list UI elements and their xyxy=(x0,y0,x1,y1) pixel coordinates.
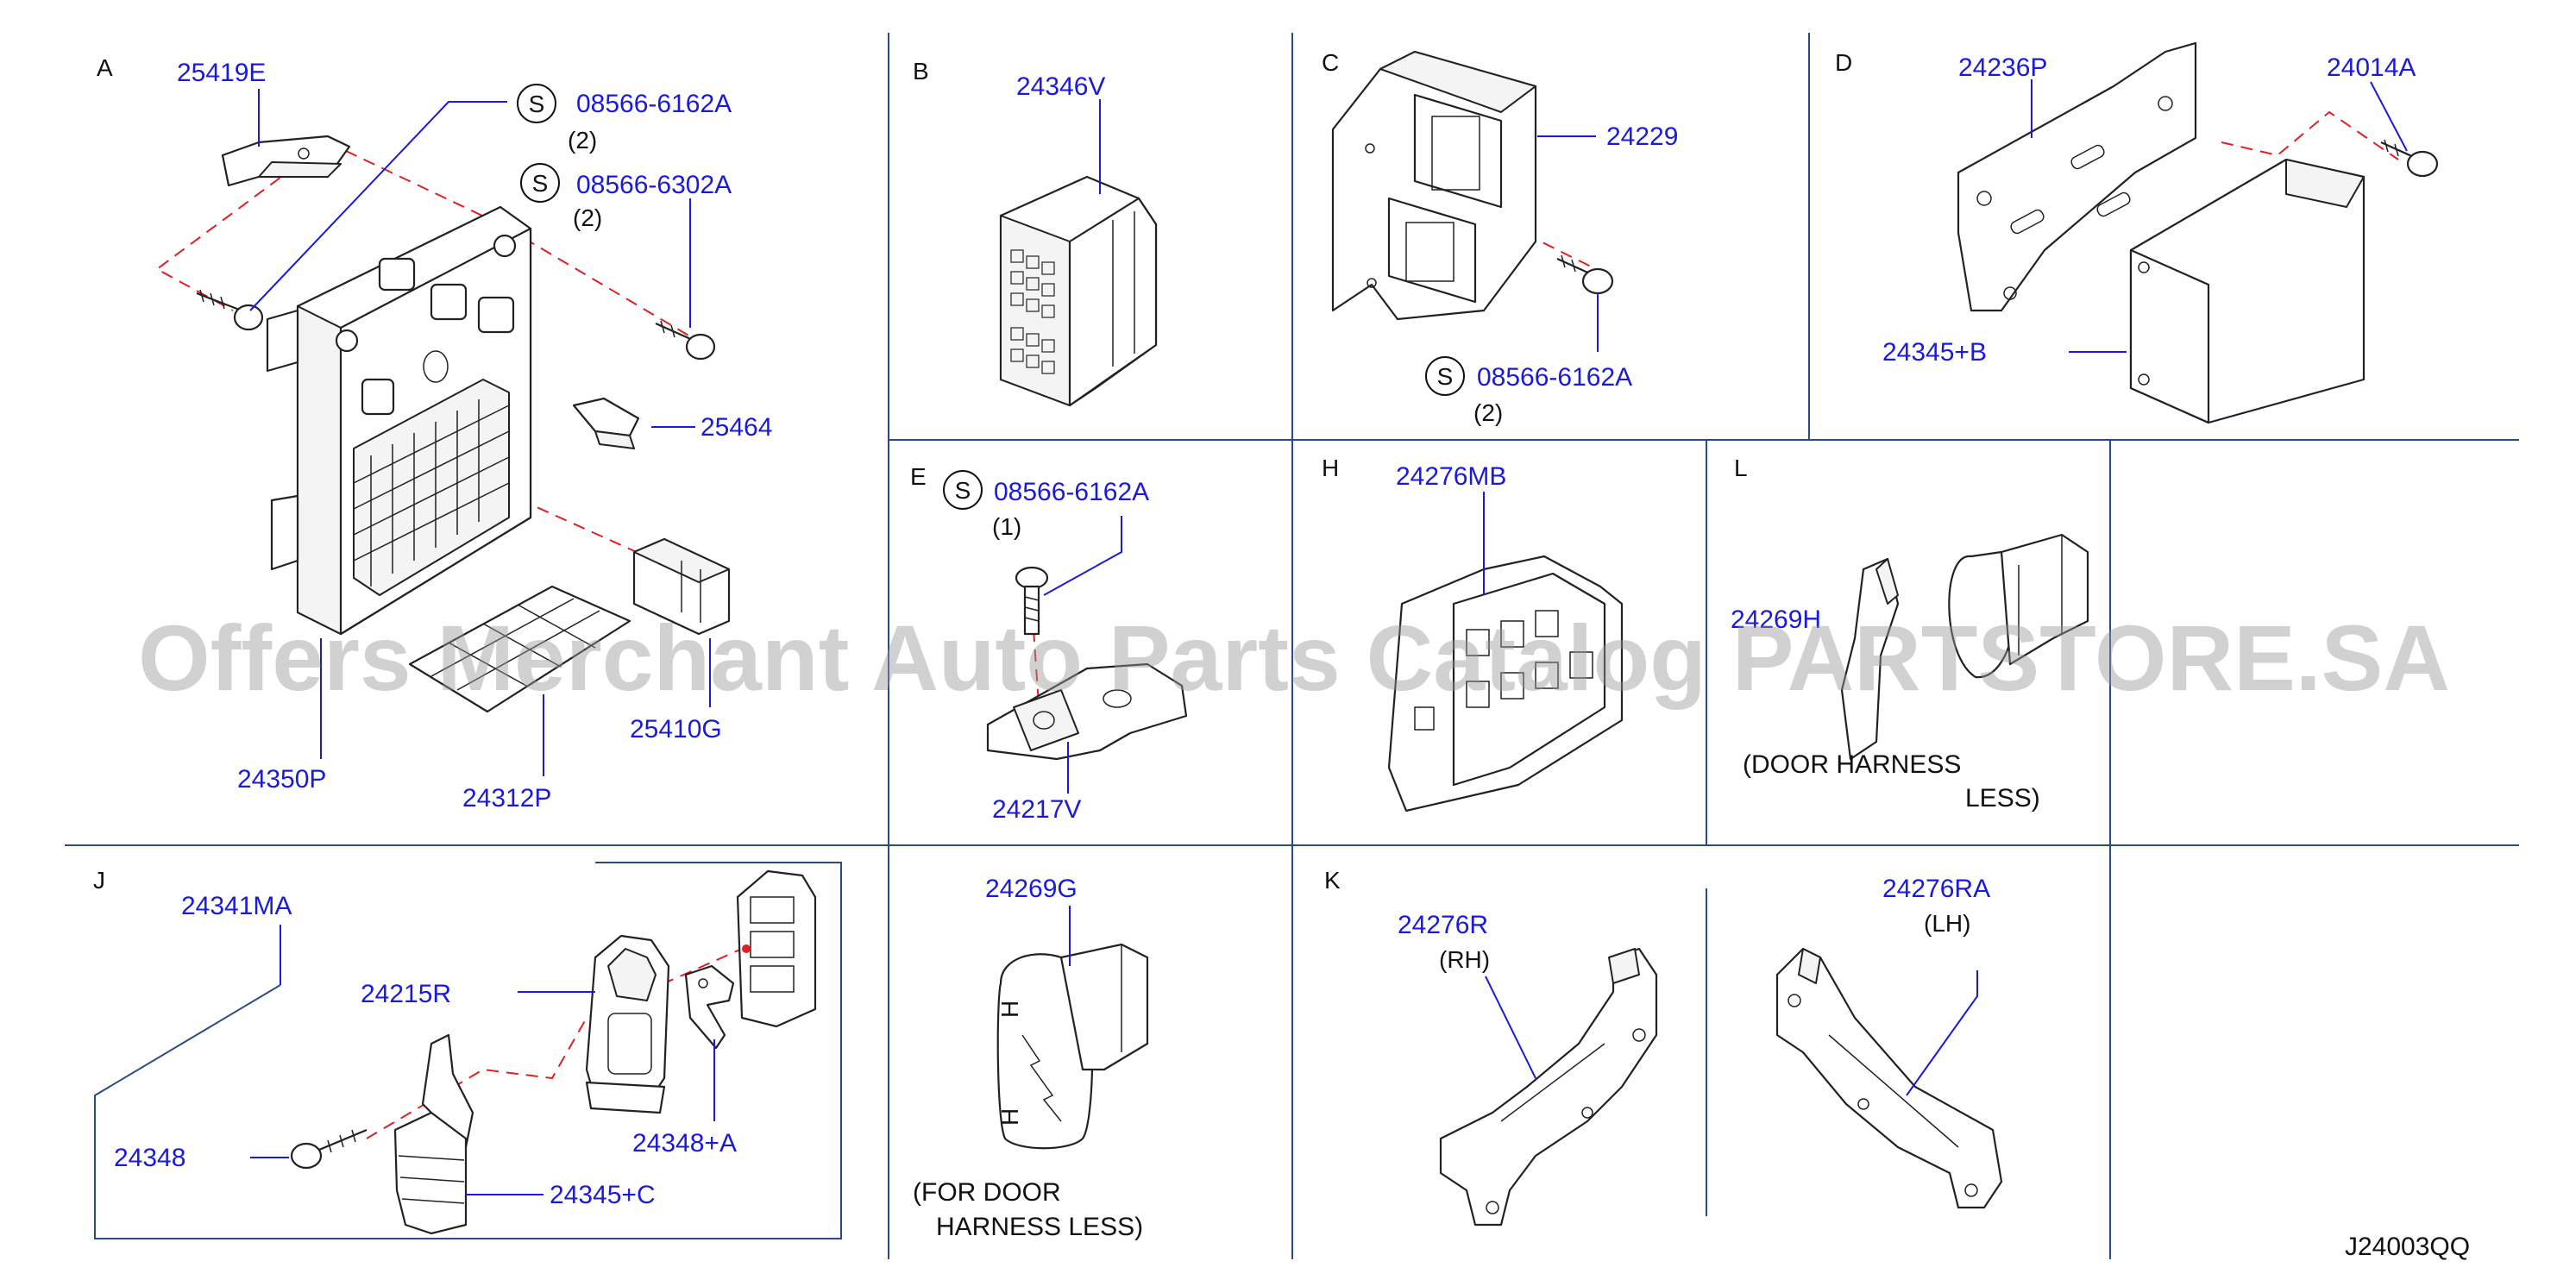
part-label-24276ra[interactable]: 24276RA xyxy=(1882,875,1990,903)
bolt-24348-drawing xyxy=(290,1128,368,1170)
svg-text:S: S xyxy=(955,477,971,504)
connector-24269h-drawing xyxy=(1840,533,2089,761)
part-label-24341ma[interactable]: 24341MA xyxy=(181,892,292,920)
section-letter-l: L xyxy=(1734,455,1748,481)
bracket-24217v-drawing xyxy=(986,662,1188,761)
bolt-e-drawing xyxy=(1015,566,1049,636)
part-label-24345c[interactable]: 24345+C xyxy=(550,1181,656,1209)
qty-a1: (2) xyxy=(568,127,597,154)
relay-25410g-drawing xyxy=(632,537,731,636)
bracket-24215r-drawing xyxy=(585,934,670,1114)
part-label-24346v[interactable]: 24346V xyxy=(1016,72,1105,101)
fuse-block-24350p-drawing xyxy=(266,205,532,636)
section-letter-e: E xyxy=(910,463,927,490)
svg-text:S: S xyxy=(532,170,549,197)
qty-e: (1) xyxy=(992,513,1021,540)
side-rh: (RH) xyxy=(1439,946,1490,973)
side-lh: (LH) xyxy=(1924,910,1970,937)
part-label-24345b[interactable]: 24345+B xyxy=(1882,338,1987,367)
part-label-08566-6162a-e[interactable]: 08566-6162A xyxy=(994,478,1149,506)
section-letter-j: J xyxy=(93,867,105,894)
std-symbol-a2: S xyxy=(520,163,560,203)
std-symbol-c: S xyxy=(1425,356,1465,396)
part-label-24236p[interactable]: 24236P xyxy=(1958,53,2047,82)
note-less: LESS) xyxy=(1965,784,2040,813)
bracket-24345c-drawing xyxy=(393,1033,474,1235)
bracket-25419e-drawing xyxy=(221,135,351,187)
cover-24312p-drawing xyxy=(408,585,631,713)
section-letter-c: C xyxy=(1322,49,1339,76)
svg-text:S: S xyxy=(1437,363,1454,390)
section-letter-d: D xyxy=(1835,49,1852,76)
connector-24269g-drawing: H H xyxy=(996,943,1149,1150)
screw-d-drawing xyxy=(2380,139,2439,178)
section-j: J xyxy=(93,862,842,1239)
section-letter-k: K xyxy=(1324,867,1341,894)
section-e: E S 08566-6162A (1) 24217V xyxy=(910,463,1188,824)
part-label-24276r[interactable]: 24276R xyxy=(1398,911,1488,939)
section-c: C 24229 S 08566-6162A (2) xyxy=(1322,49,1678,426)
section-h: H 24276MB xyxy=(1322,455,1624,813)
section-letter-a: A xyxy=(97,54,113,81)
part-label-08566-6302a[interactable]: 08566-6302A xyxy=(576,171,732,199)
part-label-24269g[interactable]: 24269G xyxy=(985,875,1078,903)
part-label-25419e[interactable]: 25419E xyxy=(177,59,266,87)
bracket-24276ra-drawing xyxy=(1775,947,2003,1209)
part-label-25464[interactable]: 25464 xyxy=(701,413,772,442)
watermark: Offers Merchant Auto Parts Catalog PARTS… xyxy=(138,605,2450,710)
part-label-24348a[interactable]: 24348+A xyxy=(632,1129,737,1158)
qty-a2: (2) xyxy=(573,204,602,231)
part-label-24014a[interactable]: 24014A xyxy=(2327,53,2416,82)
section-letter-b: B xyxy=(913,58,929,85)
part-label-24215r[interactable]: 24215R xyxy=(361,980,451,1008)
svg-text:H: H xyxy=(996,1001,1023,1018)
section-letter-h: H xyxy=(1322,455,1339,481)
section-24269g: H H 24269G (FOR DOOR HARNESS LESS) xyxy=(888,875,1149,1259)
fuse-25464-drawing xyxy=(572,397,640,449)
section-a: A xyxy=(97,54,772,813)
part-label-24276mb[interactable]: 24276MB xyxy=(1396,462,1506,491)
screw-right-drawing xyxy=(655,320,716,361)
section-k: K 24276R (RH) 24276RA (LH) xyxy=(1324,867,2003,1227)
bracket-24348a-drawing xyxy=(684,964,735,1050)
section-a-leaders xyxy=(249,89,711,776)
part-label-24269h[interactable]: 24269H xyxy=(1731,605,1821,634)
note-for-door: (FOR DOOR xyxy=(913,1178,1061,1207)
screw-c-drawing xyxy=(1556,254,1614,295)
connector-24341ma-drawing xyxy=(736,869,817,1028)
note-harness-less: HARNESS LESS) xyxy=(936,1213,1143,1241)
part-label-24350p[interactable]: 24350P xyxy=(237,765,326,794)
bracket-24276r-drawing xyxy=(1439,947,1658,1227)
svg-text:H: H xyxy=(996,1108,1023,1126)
part-label-08566-6162a[interactable]: 08566-6162A xyxy=(576,90,732,118)
std-symbol-a1: S xyxy=(517,84,556,123)
qty-c: (2) xyxy=(1473,399,1503,426)
part-label-24229[interactable]: 24229 xyxy=(1606,122,1678,151)
part-label-25410g[interactable]: 25410G xyxy=(630,715,722,744)
bracket-24229-drawing xyxy=(1331,50,1537,321)
part-label-24312p[interactable]: 24312P xyxy=(462,784,551,813)
part-label-24348[interactable]: 24348 xyxy=(114,1144,185,1172)
bracket-24236p-drawing xyxy=(1957,41,2197,312)
section-l: L 24269H (DOOR HARNESS LESS) xyxy=(1731,455,2089,813)
module-24345b-drawing xyxy=(2129,158,2366,424)
part-label-24217v[interactable]: 24217V xyxy=(992,795,1081,824)
diagram-code: J24003QQ xyxy=(2345,1233,2470,1261)
connector-24276mb-drawing xyxy=(1387,555,1624,813)
note-door-harness: (DOOR HARNESS xyxy=(1743,750,1961,779)
section-d: D 24236P xyxy=(1835,41,2439,424)
screw-left-drawing xyxy=(196,289,264,331)
std-symbol-e: S xyxy=(943,470,983,510)
connector-24346v-drawing xyxy=(999,175,1158,407)
part-label-08566-6162a-c[interactable]: 08566-6162A xyxy=(1477,363,1632,392)
section-b: B 24346V xyxy=(913,58,1158,407)
svg-text:S: S xyxy=(529,91,545,117)
